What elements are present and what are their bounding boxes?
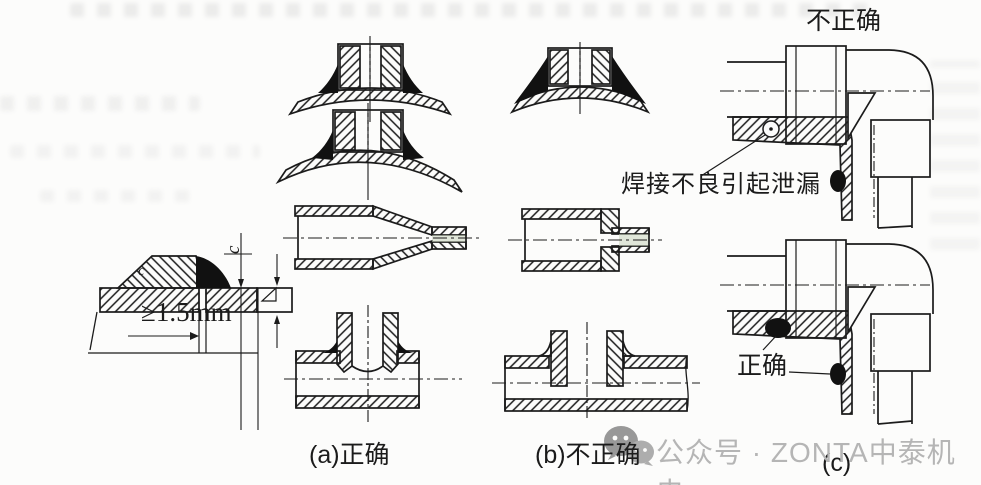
correct-leader-line [762,335,777,351]
scan-bleed-artifact [70,3,870,17]
label-correct-bottom: 正确 [737,352,788,380]
min-gap-dimension: ≥1.5mm [141,297,232,327]
tee-branch-correct [284,305,462,424]
saddle-joint-correct-large [275,103,463,200]
caption-b: (b)不正确 [535,441,641,469]
weld-bead [196,256,231,288]
weld-symbol-triangle [260,286,277,302]
bad-weld [612,56,646,104]
caption-c: (c) [822,449,852,477]
leaking-weld-blob [830,170,846,192]
label-incorrect-top: 不正确 [806,7,882,35]
label-weld-leak: 焊接不良引起泄漏 [621,171,821,198]
step-reducer-incorrect [508,208,662,272]
good-weld-blob [765,318,791,338]
tee-branch-incorrect [492,322,700,421]
saddle-joint-incorrect [509,42,651,114]
scan-bleed-artifact [40,190,190,202]
bad-weld [514,56,548,104]
elbow-union-incorrect [700,45,934,229]
good-weld-blob [830,363,846,385]
elbow-union-correct [720,239,934,425]
scan-bleed-artifact [930,60,980,250]
dimension-c-label: c [223,245,244,254]
weld-leg-mark: c [138,263,145,279]
correct-leader-line [788,371,831,375]
scan-bleed-artifact [0,96,200,111]
conical-reducer-correct [283,204,480,271]
saddle-joint-correct-small [287,36,453,122]
leak-leader-line [700,134,766,177]
dimension-lines [128,233,278,430]
scan-bleed-artifact [10,145,260,158]
weld-detail-drawing [88,233,293,430]
dimension-arrows [190,277,280,340]
caption-a: (a)正确 [309,441,390,469]
wechat-icon [604,426,654,466]
watermark-text: 公众号 · ZONTA中泰机电 [656,437,956,485]
